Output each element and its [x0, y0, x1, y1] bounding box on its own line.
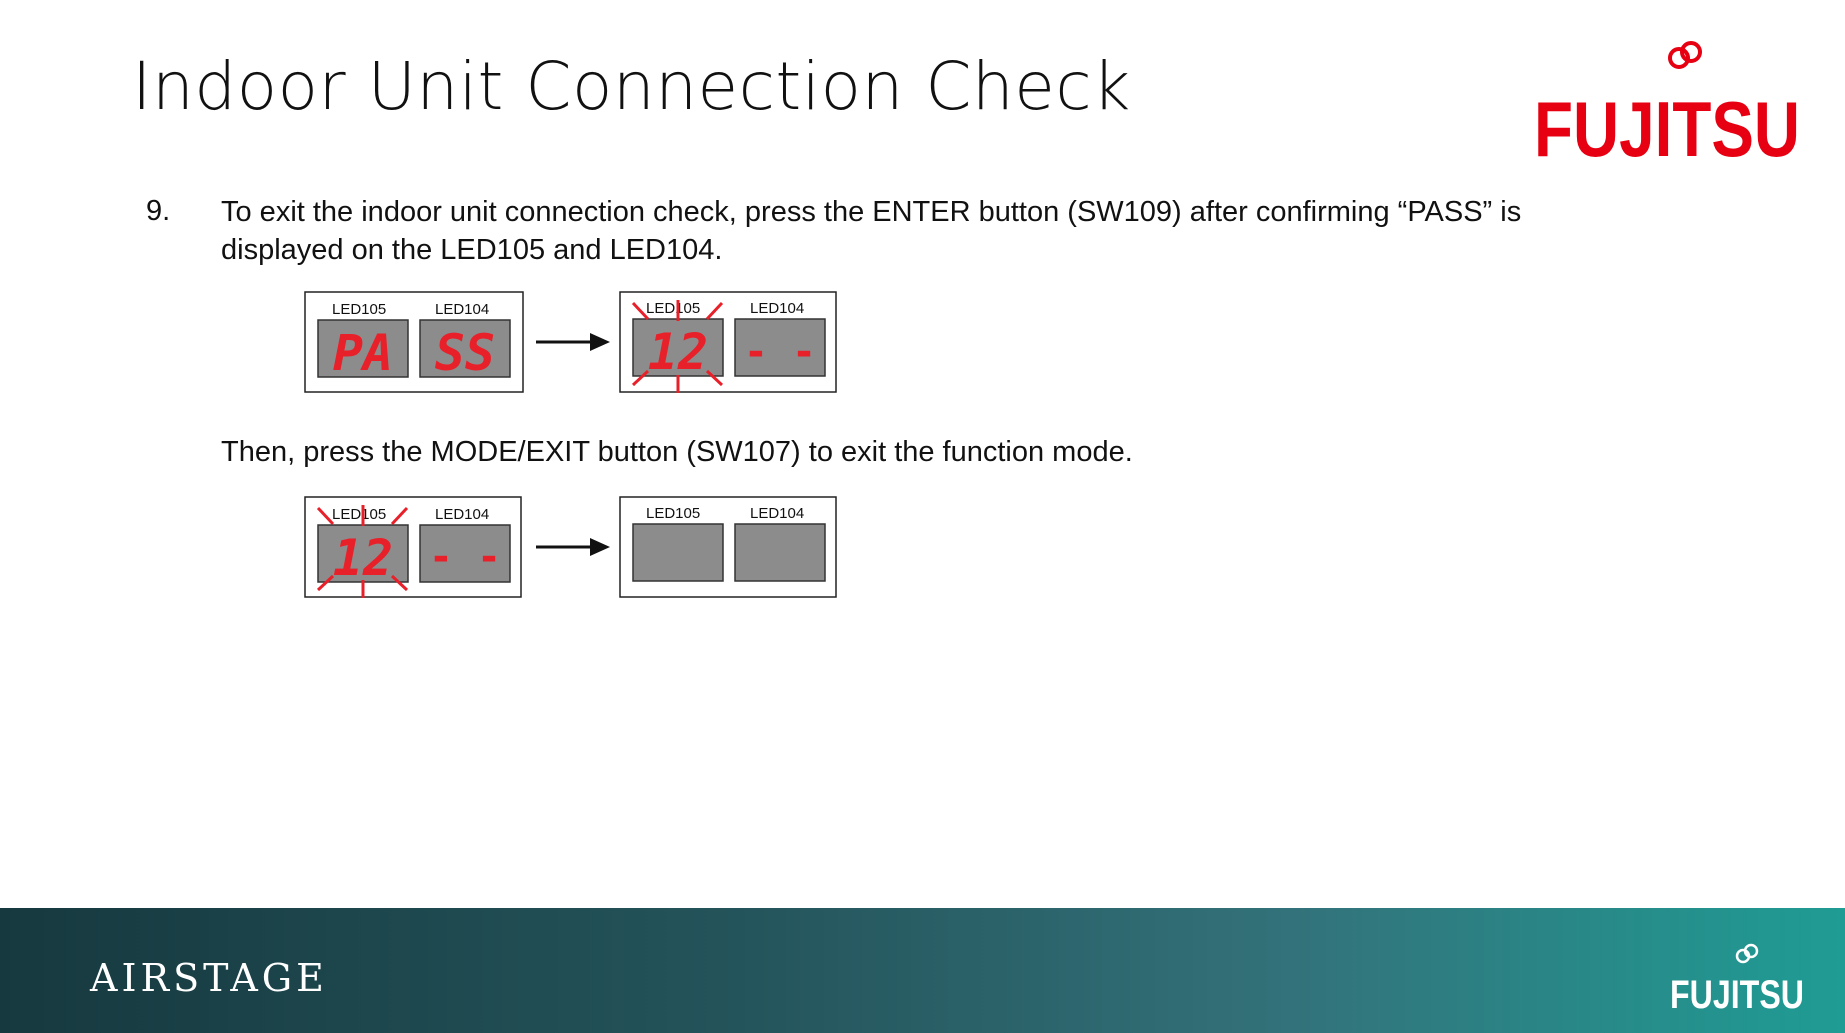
- arrow-right-icon: [536, 538, 610, 556]
- led105-digits: 12: [648, 323, 708, 381]
- diagram-code-to-blank: LED105 LED104 12 - - LED105 LED104: [304, 496, 837, 598]
- led104-digits: SS: [435, 324, 495, 382]
- led104-display: [419, 319, 511, 378]
- fujitsu-logo: FUJITSU: [1534, 41, 1800, 173]
- followup-instruction: Then, press the MODE/EXIT button (SW107)…: [221, 436, 1133, 468]
- led105-label: LED105: [332, 506, 386, 523]
- arrow-right-icon: [536, 333, 610, 351]
- led104-display: [734, 523, 826, 582]
- svg-text:FUJITSU: FUJITSU: [1670, 973, 1804, 1017]
- led105-label: LED105: [332, 301, 386, 318]
- diagram-pass-to-code: LED105 LED104 PA SS LED105 LED104 12 - -: [304, 291, 837, 393]
- led104-digits: - -: [744, 329, 816, 375]
- blink-rays-icon: [631, 300, 724, 393]
- svg-text:FUJITSU: FUJITSU: [1534, 85, 1800, 173]
- led105-display: [632, 523, 724, 582]
- footer-bar: AIRSTAGE FUJITSU: [0, 908, 1845, 1033]
- airstage-logo: AIRSTAGE: [90, 956, 328, 1000]
- led104-label: LED104: [435, 506, 489, 523]
- led105-display: [317, 319, 409, 378]
- led104-digits: - -: [429, 534, 501, 580]
- led104-display: [419, 524, 511, 583]
- step-instruction: To exit the indoor unit connection check…: [221, 196, 1522, 266]
- led105-digits: PA: [333, 324, 393, 382]
- step-number: 9.: [146, 195, 171, 227]
- led105-digits: 12: [333, 529, 393, 587]
- led104-label: LED104: [435, 301, 489, 318]
- led105-display: [317, 524, 409, 583]
- led104-label: LED104: [750, 505, 804, 522]
- slide-title: Indoor Unit Connection Check: [132, 48, 1131, 125]
- led104-label: LED104: [750, 300, 804, 317]
- fujitsu-logo: FUJITSU: [1670, 943, 1804, 1017]
- blink-rays-icon: [316, 505, 409, 598]
- led105-label: LED105: [646, 505, 700, 522]
- led105-label: LED105: [646, 300, 700, 317]
- led104-display: [734, 318, 826, 377]
